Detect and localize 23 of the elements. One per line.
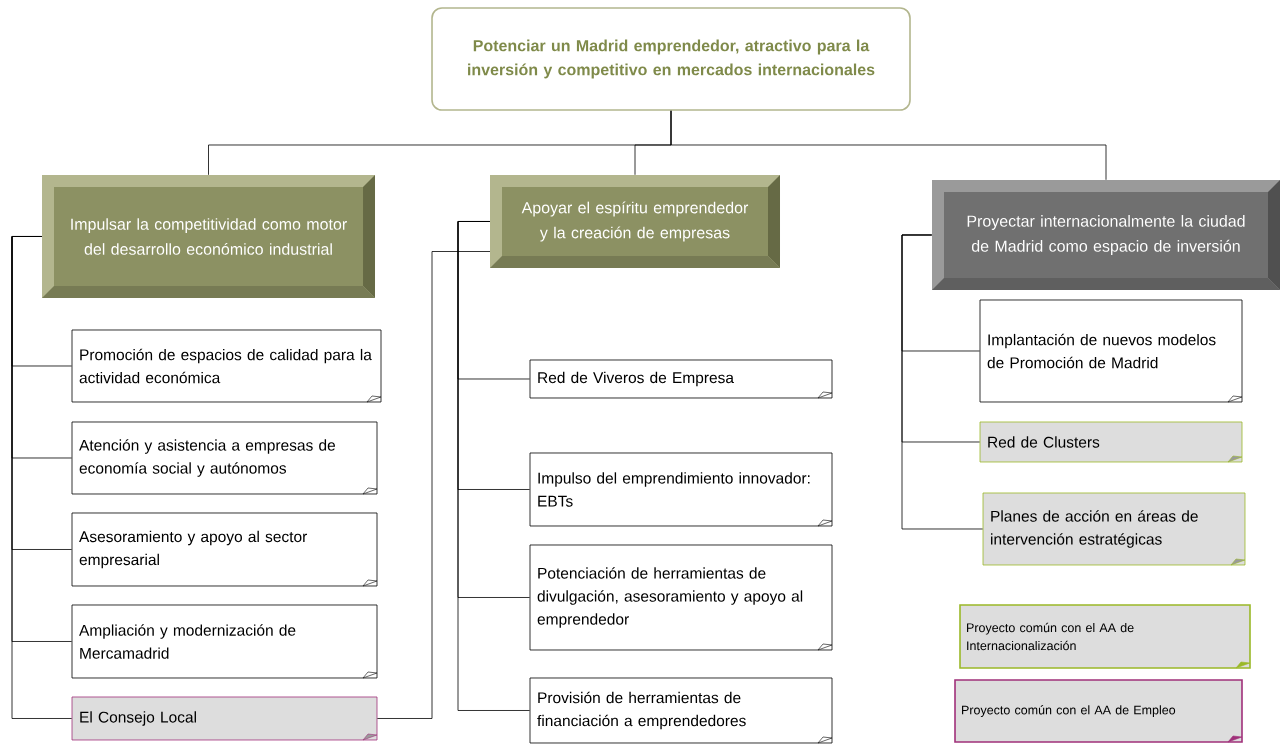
objective-box: Apoyar el espíritu emprendedor y la creación de empresas [490,175,780,268]
objective-box: Impulsar la competitividad como motor del desarrollo económico industrial [42,175,375,298]
objective-box: Proyectar internacionalmente la ciudad de Madrid como espacio de inversión [932,180,1280,290]
note-box: Red de Clusters [979,421,1243,463]
note-box: Implantación de nuevos modelos de Promoción de Madrid [979,299,1243,403]
connector-line [457,221,530,711]
connector-line [377,251,491,719]
note-box: Provisión de herramientas de financiación a emprendedores [529,677,833,744]
note-box: Asesoramiento y apoyo al sector empresarial [71,512,378,587]
goal-box: Potenciar un Madrid emprendedor, atractivo para la inversión y competitivo en mercados internacionales [431,7,911,111]
connector-line [901,234,983,530]
note-box: El Consejo Local [71,696,378,741]
note-box: Atención y asistencia a empresas de economía social y autónomos [71,421,378,495]
connector-line [670,110,1107,181]
note-box: Red de Viveros de Empresa [529,359,833,399]
note-box: Potenciación de herramientas de divulgación, asesoramiento y apoyo al emprendedor [529,544,833,651]
note-box: Planes de acción en áreas de intervención estratégicas [982,492,1246,566]
note-box: Impulso del emprendimiento innovador: EBTs [529,452,833,527]
note-box: Ampliación y modernización de Mercamadrid [71,604,378,679]
legend-note: Proyecto común con el AA de Internacionalización [959,604,1251,669]
legend-note: Proyecto común con el AA de Empleo [954,679,1243,743]
note-box: Promoción de espacios de calidad para la actividad económica [71,329,382,403]
connector-line [11,236,72,719]
